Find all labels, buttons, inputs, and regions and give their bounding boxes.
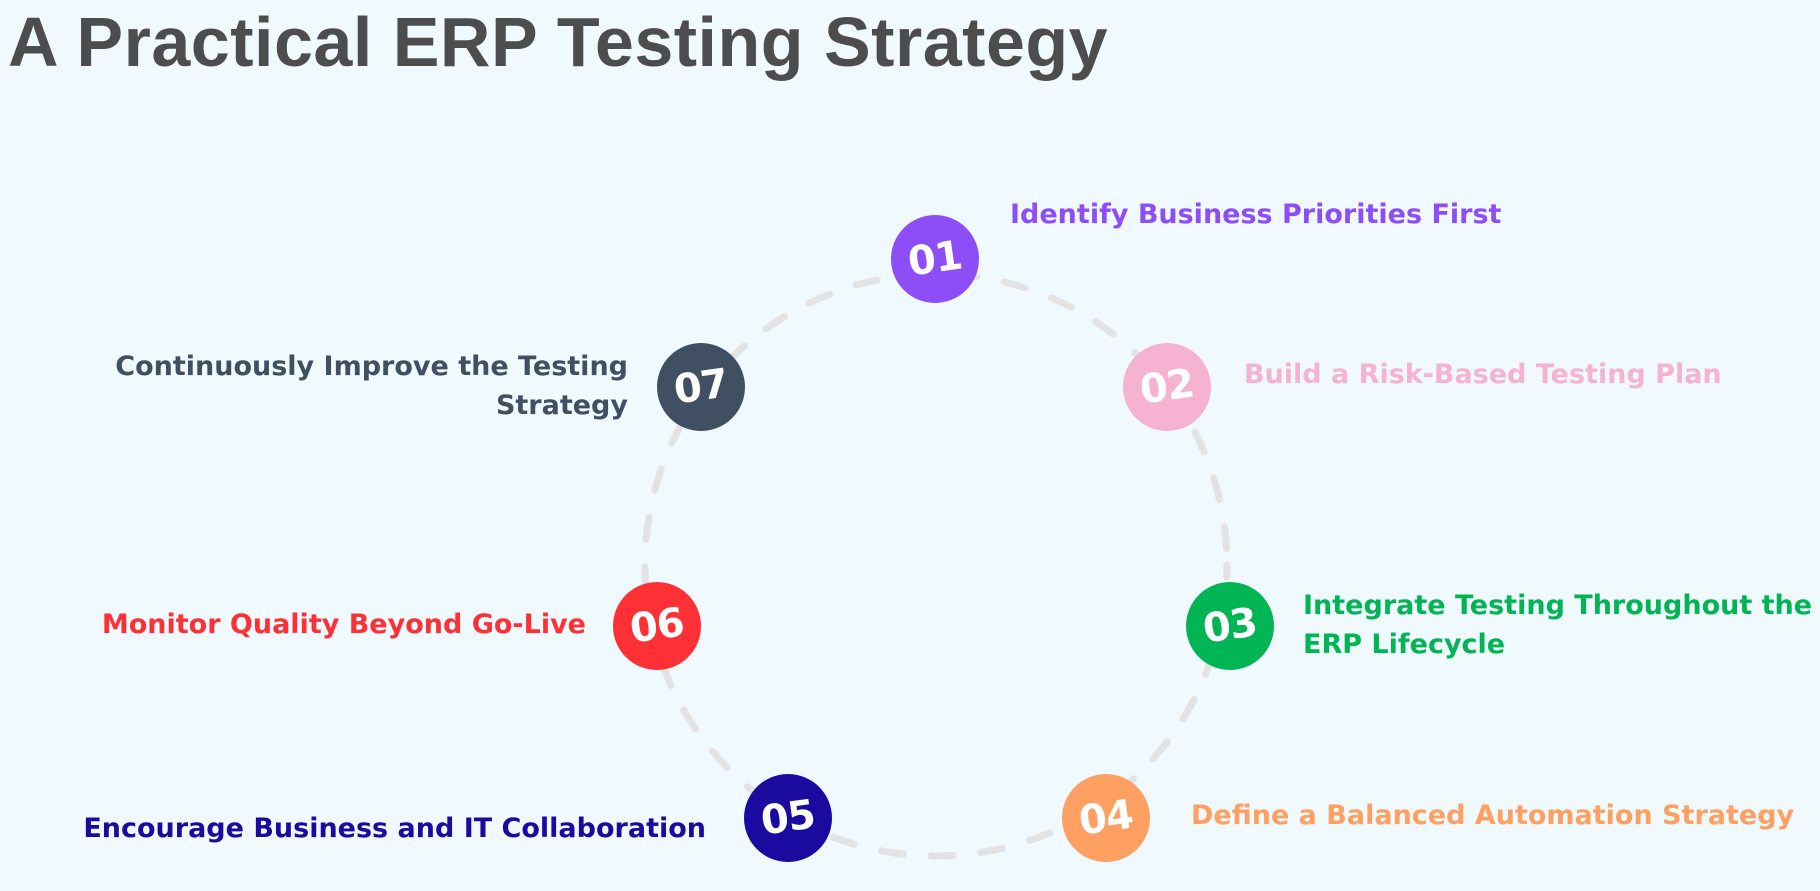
step-07-number: 07 [671,360,731,414]
step-02-number: 02 [1137,360,1197,414]
step-06-label: Monitor Quality Beyond Go-Live [101,609,586,640]
step-05-label: Encourage Business and IT Collaboration [83,813,706,844]
step-02-label: Build a Risk-Based Testing Plan [1244,359,1722,390]
step-03-badge: 03 [1186,582,1274,670]
step-07-label: Continuously Improve the Testing Strateg… [115,351,628,421]
step-04-number: 04 [1076,791,1136,845]
step-02-badge: 02 [1123,343,1211,431]
step-07-badge: 07 [657,343,745,431]
step-04-badge: 04 [1062,774,1150,862]
step-05-badge: 05 [744,774,832,862]
step-01-number: 01 [905,232,965,286]
dashed-cycle-path [641,270,1231,860]
step-03-label: Integrate Testing Throughout the ERP Lif… [1303,590,1813,660]
step-04-label: Define a Balanced Automation Strategy [1191,800,1795,831]
step-01-badge: 01 [891,215,979,303]
page-title: A Practical ERP Testing Strategy [8,3,1109,81]
step-01-label: Identify Business Priorities First [1010,199,1502,230]
step-05-number: 05 [758,791,818,845]
step-06-badge: 06 [613,582,701,670]
step-06-number: 06 [627,599,687,653]
step-03-number: 03 [1200,599,1260,653]
